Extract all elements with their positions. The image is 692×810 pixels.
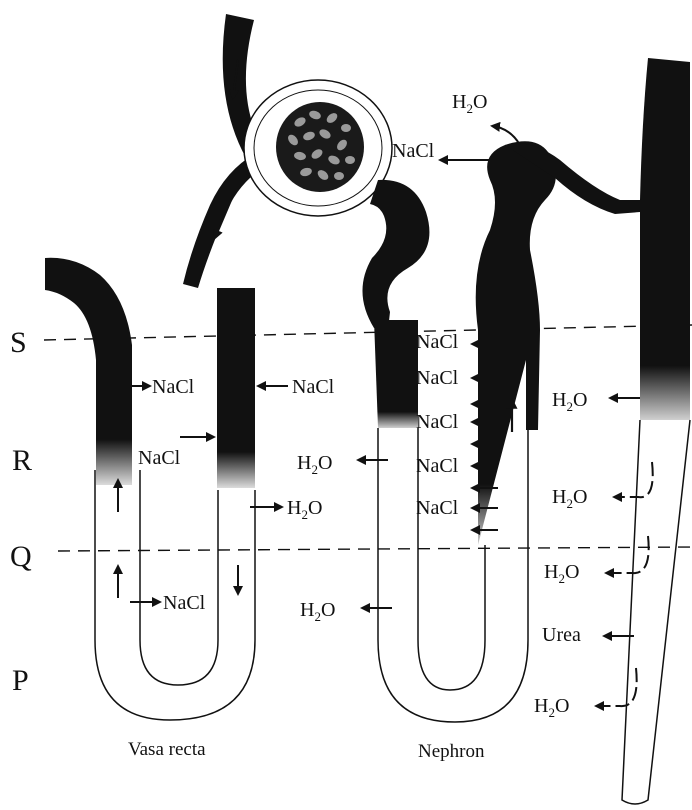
- exchange-arrow: [614, 462, 653, 497]
- proximal-tubule: [362, 180, 429, 330]
- substance-label-nacl: NaCl: [416, 331, 459, 353]
- caption-vasa-recta: Vasa recta: [128, 739, 206, 760]
- collecting-duct: [640, 58, 690, 420]
- substance-label-water: H2O: [452, 91, 487, 116]
- vasa-recta-ascending-limb: [217, 288, 255, 488]
- exchange-arrow: [492, 126, 520, 145]
- substance-label-nacl: NaCl: [416, 367, 459, 389]
- substance-label-nacl: NaCl: [152, 376, 195, 398]
- substance-label-nacl: NaCl: [292, 376, 335, 398]
- substance-label-water: H2O: [552, 389, 587, 414]
- exchange-arrow: [596, 668, 637, 706]
- substance-label-urea: Urea: [542, 624, 581, 646]
- substance-label-nacl: NaCl: [416, 411, 459, 433]
- substance-label-nacl: NaCl: [138, 447, 181, 469]
- substance-label-nacl: NaCl: [163, 592, 206, 614]
- substance-label-water: H2O: [552, 486, 587, 511]
- boundary-s-line: [44, 325, 692, 340]
- substance-label-water: H2O: [534, 695, 569, 720]
- substance-label-water: H2O: [544, 561, 579, 586]
- substance-label-water: H2O: [287, 497, 322, 522]
- zone-label-r: R: [12, 444, 32, 477]
- substance-label-nacl: NaCl: [416, 455, 459, 477]
- substance-label-water: H2O: [297, 452, 332, 477]
- boundary-q-line: [58, 547, 692, 551]
- zone-label-p: P: [12, 664, 29, 697]
- substance-label-nacl: NaCl: [392, 140, 435, 162]
- zone-label-q: Q: [10, 540, 32, 573]
- collecting-duct-outline: [622, 420, 690, 804]
- vasa-recta-descending-limb: [45, 258, 132, 485]
- substance-label-nacl: NaCl: [416, 497, 459, 519]
- zone-label-s: S: [10, 326, 27, 359]
- caption-nephron: Nephron: [418, 741, 485, 762]
- exchange-arrow: [606, 536, 649, 573]
- substance-label-water: H2O: [300, 599, 335, 624]
- descending-limb-thick: [374, 320, 418, 428]
